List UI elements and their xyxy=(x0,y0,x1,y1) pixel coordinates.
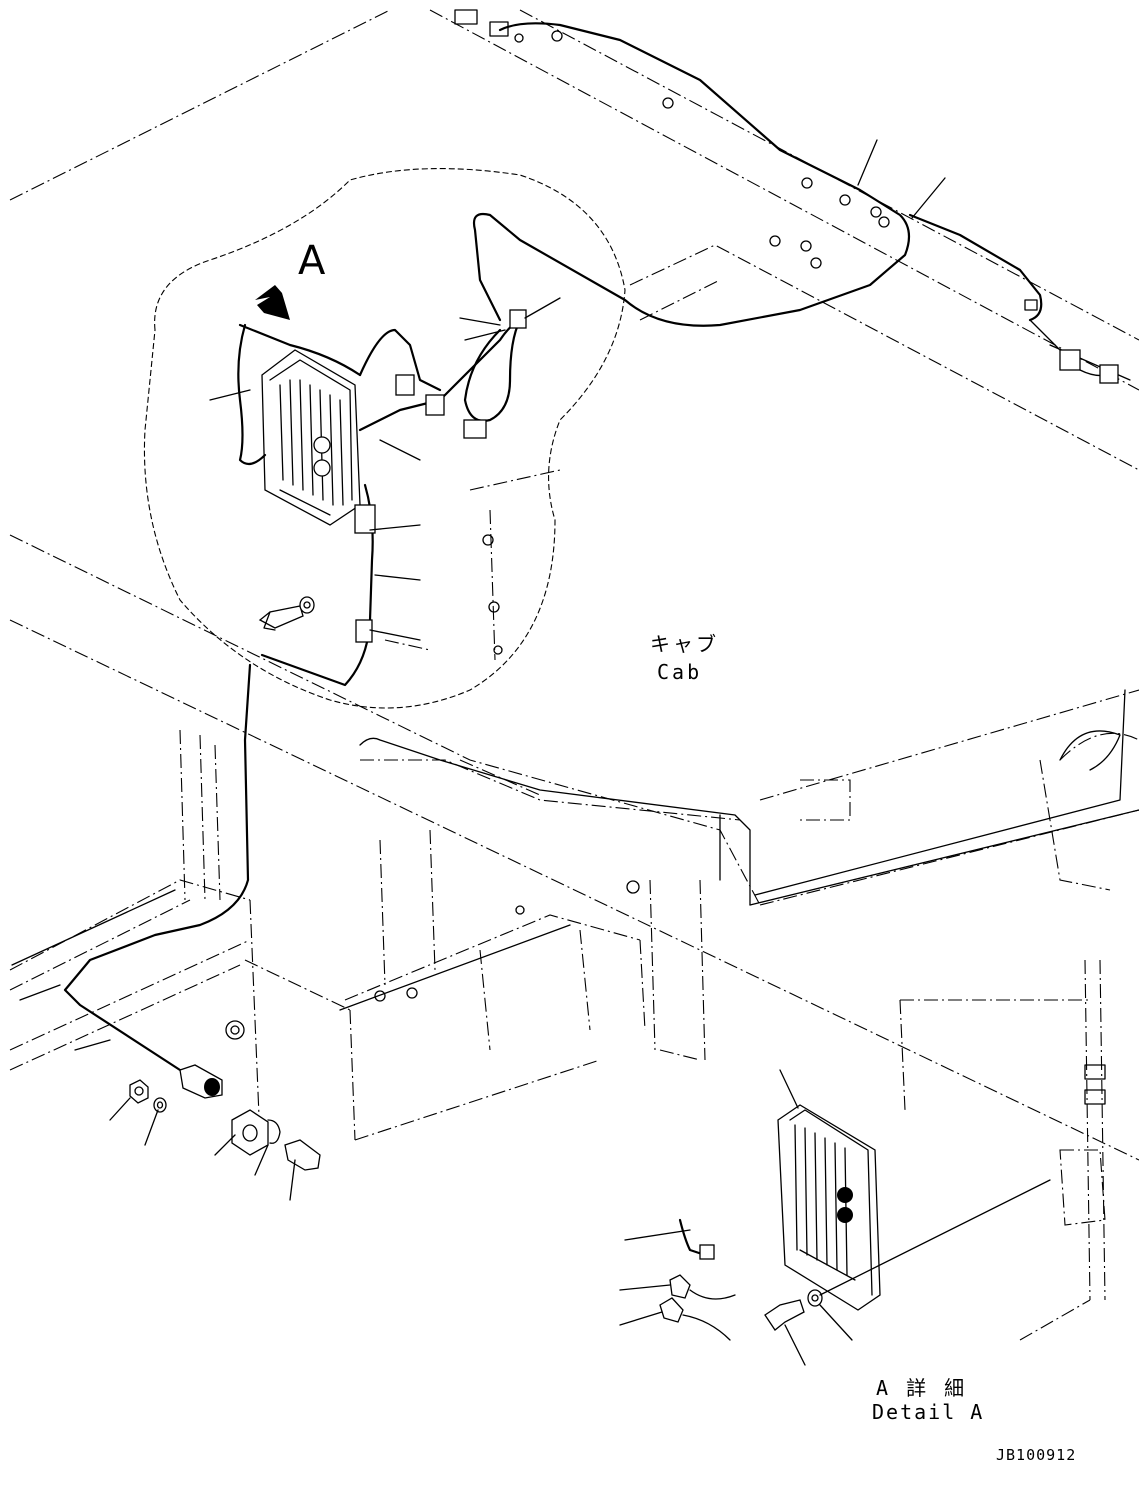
screw-icon xyxy=(284,1139,321,1171)
arrow-down-right-icon xyxy=(255,285,290,320)
cab-label-en: Cab xyxy=(657,660,703,684)
detail-callout-boundary xyxy=(143,168,626,709)
bolt-icon xyxy=(258,605,304,631)
controller-unit-icon xyxy=(261,349,361,526)
leader-lines xyxy=(74,139,946,1366)
detail-bolt-icon xyxy=(764,1299,805,1331)
roof-wire-harness xyxy=(472,22,1131,384)
controller-wire-harness xyxy=(63,309,527,1072)
washer-icon xyxy=(299,596,315,614)
machine-frame-phantom xyxy=(9,9,1139,1341)
view-marker-label: A xyxy=(298,238,326,284)
nut-icon xyxy=(129,1079,149,1104)
washer-lower-icon xyxy=(153,1097,167,1113)
cab-deck-outline xyxy=(11,689,1139,1011)
deck-fasteners xyxy=(225,9,1106,1105)
detail-label-jp: A 詳 細 xyxy=(876,1376,968,1400)
cab-label-jp: キャブ xyxy=(650,632,719,656)
drawing-id: JB100912 xyxy=(996,1446,1077,1464)
detail-label-en: Detail A xyxy=(872,1400,985,1424)
detail-mount-line xyxy=(819,1179,1051,1296)
detail-controller-unit xyxy=(777,1104,881,1311)
connector-icon xyxy=(179,1064,223,1099)
detail-connectors xyxy=(659,1218,736,1341)
clip-icon xyxy=(267,1119,281,1144)
plate-icon xyxy=(231,1109,269,1156)
detail-washer-icon xyxy=(807,1289,823,1307)
